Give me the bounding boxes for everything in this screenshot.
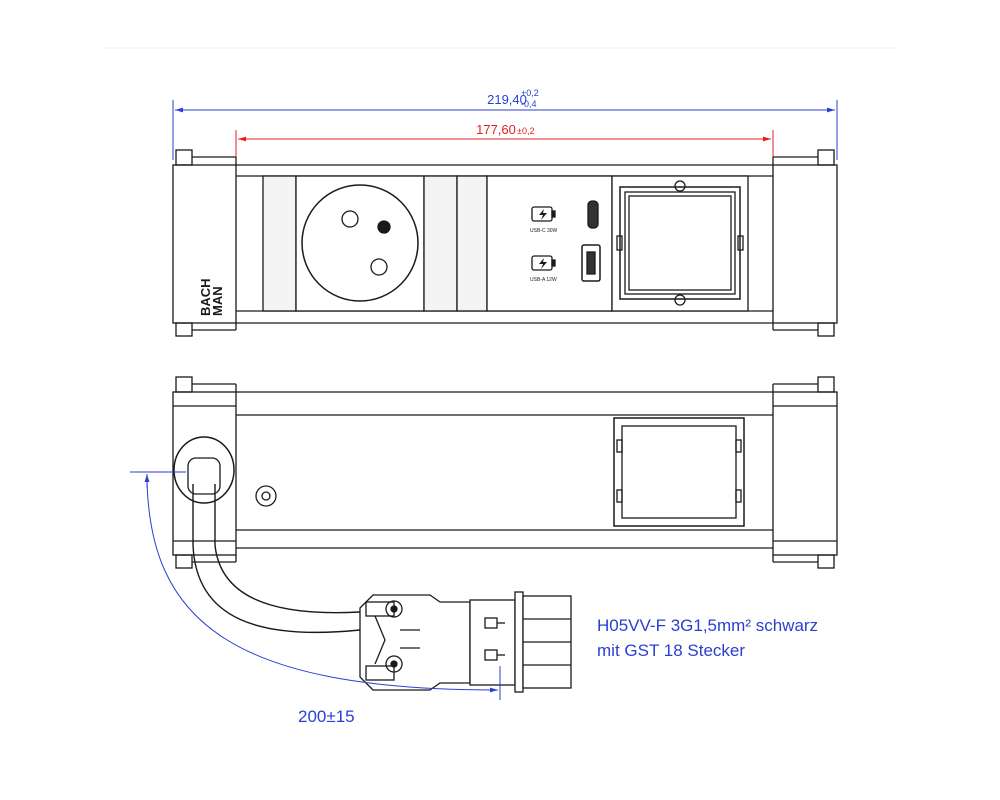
svg-text:219,40: 219,40 xyxy=(487,92,527,107)
usb-a-port xyxy=(581,244,601,282)
usb-c-label: USB-C 30W xyxy=(530,228,558,234)
cable-gland xyxy=(173,436,235,504)
cable-note-line2: mit GST 18 Stecker xyxy=(597,641,745,660)
gst18-connector xyxy=(359,591,572,693)
inner-length-dimension: 177,60 ±0,2 xyxy=(235,122,774,166)
overall-length-dimension: 219,40 +0,2 -0,4 xyxy=(172,88,838,160)
power-cable xyxy=(192,484,361,633)
overall-length-value: 219,40 xyxy=(487,92,527,107)
overall-length-tol-upper: +0,2 xyxy=(521,88,539,98)
svg-text:BACH: BACH xyxy=(198,278,213,316)
brand-logo: BACH MAN xyxy=(198,278,225,316)
empty-module-frame xyxy=(619,186,741,300)
front-view xyxy=(172,149,838,337)
inner-length-tol: ±0,2 xyxy=(517,126,534,136)
socket-outlet xyxy=(301,184,419,302)
usb-a-label: USB-A 12W xyxy=(530,277,557,283)
svg-text:MAN: MAN xyxy=(210,286,225,316)
module-window xyxy=(613,417,745,527)
cable-length-dimension: 200±15 xyxy=(130,471,501,726)
screw xyxy=(255,485,277,507)
overall-length-tol-lower: -0,4 xyxy=(521,99,537,109)
cable-length-value: 200±15 xyxy=(298,707,355,726)
cable-note-line1: H05VV-F 3G1,5mm² schwarz xyxy=(597,616,818,635)
cable-note: H05VV-F 3G1,5mm² schwarz mit GST 18 Stec… xyxy=(597,616,818,660)
usb-c-port xyxy=(587,200,599,229)
top-view xyxy=(172,376,838,569)
inner-length-value: 177,60 xyxy=(476,122,516,137)
